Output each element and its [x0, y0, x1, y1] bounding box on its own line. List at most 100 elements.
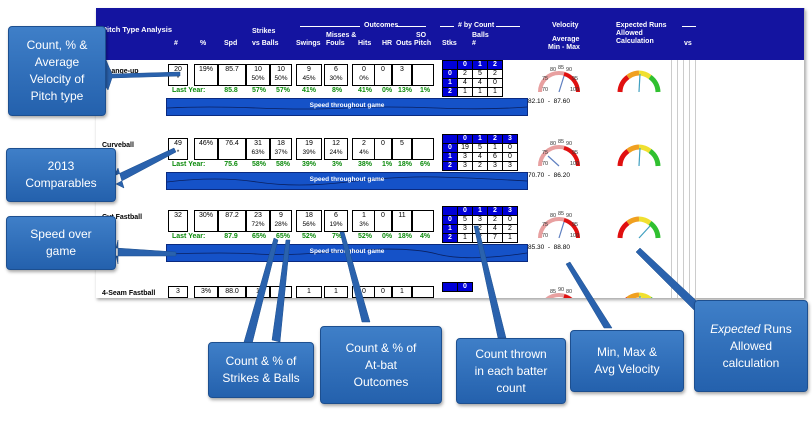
- gauge-tick: 80: [550, 213, 556, 219]
- cell-spd: 88.0: [218, 286, 246, 298]
- hdr-outs: Outs: [396, 40, 412, 47]
- hdr-min-max: Min - Max: [548, 44, 580, 51]
- sheet-header: Pitch Type Analysis # % Spd Strikes vs B…: [96, 8, 804, 60]
- expected-runs-gauge: [625, 292, 653, 298]
- speed-label: Speed throughout game: [309, 176, 385, 183]
- grid-ball-head: 0: [457, 282, 473, 292]
- cell-spd: 76.4: [218, 138, 246, 160]
- last-year-value: 58%: [275, 161, 290, 168]
- last-year-value: 75.6: [224, 161, 238, 168]
- last-year-value: 52%: [357, 233, 372, 240]
- pitch-name: Cut Fastball: [102, 214, 143, 221]
- last-year-value: 57%: [251, 87, 266, 94]
- hdr-pitch: Pitch: [414, 40, 432, 47]
- gauge-tick: 85: [558, 211, 564, 217]
- grid-cell: 1: [502, 233, 518, 243]
- gauge-tick: 95: [572, 150, 578, 156]
- last-year-value: 8%: [331, 87, 343, 94]
- callout-expected-runs: Expected Runs Allowed calculation: [694, 300, 808, 392]
- last-year-label: Last Year:: [172, 233, 206, 240]
- last-year-value: 65%: [275, 233, 290, 240]
- gauge-tick: 80: [550, 141, 556, 147]
- velocity-range: 82.10 - 87.60: [528, 98, 570, 105]
- pitch-name: Curveball: [102, 142, 134, 149]
- callout-speed-over-game: Speed over game: [6, 216, 116, 270]
- gauge-tick: 85: [550, 289, 556, 295]
- hdr-swings: Swings: [296, 40, 321, 47]
- last-year-value: 57%: [275, 87, 290, 94]
- last-year-value: 18%: [397, 233, 412, 240]
- gauge-tick: 80: [566, 289, 572, 295]
- last-year-value: 3%: [331, 161, 343, 168]
- cell-outs: 5: [392, 138, 412, 160]
- last-year-value: 85.8: [224, 87, 238, 94]
- gauge-tick: 80: [550, 67, 556, 73]
- hdr-by-count: # by Count: [458, 22, 495, 29]
- hdr-balls: Balls: [472, 32, 489, 39]
- grid-cell: 3: [502, 161, 518, 171]
- velocity-range: 70.70 - 86.20: [528, 172, 570, 179]
- gauge-tick: 70: [542, 233, 548, 239]
- cell-so: [412, 286, 434, 298]
- last-year-value: 7%: [331, 233, 343, 240]
- last-year-value: 6%: [419, 161, 431, 168]
- cell-hr: 0: [374, 138, 392, 160]
- sheet-title: Pitch Type Analysis: [102, 25, 173, 34]
- cell-swings: 1: [296, 286, 322, 298]
- hdr-vs-balls: vs Balls: [252, 40, 279, 47]
- cell-pct: 3%: [194, 286, 218, 298]
- cell-hr: 0: [374, 210, 392, 232]
- last-year-value: 4%: [419, 233, 431, 240]
- gauge-tick: 70: [542, 161, 548, 167]
- last-year-label: Last Year:: [172, 87, 206, 94]
- cell-outs: 1: [392, 286, 412, 298]
- cell-so: [412, 210, 434, 232]
- callout-count-pct: Count, % & Average Velocity of Pitch typ…: [8, 26, 106, 116]
- hdr-vs: vs: [684, 40, 692, 47]
- cell-pct: 19%: [194, 64, 218, 86]
- gauge-tick: 100: [570, 87, 579, 93]
- gauge-tick: 90: [566, 141, 572, 147]
- hdr-misses: Misses &: [326, 32, 357, 39]
- cell-so: [412, 64, 434, 86]
- pitch-analysis-sheet: Pitch Type Analysis # % Spd Strikes vs B…: [96, 8, 805, 298]
- hdr-so: SO: [416, 32, 427, 39]
- callout-count-thrown: Count thrown in each batter count: [456, 338, 566, 404]
- hdr-strikes: Strikes: [252, 28, 276, 35]
- callout-min-max-velocity: Min, Max & Avg Velocity: [570, 330, 684, 392]
- callout-comparables: 2013 Comparables: [6, 148, 116, 202]
- last-year-value: 87.9: [224, 233, 238, 240]
- velocity-range: 85.30 - 88.80: [528, 244, 570, 251]
- last-year-value: 52%: [301, 233, 316, 240]
- cell-misses: 1: [324, 286, 348, 298]
- last-year-value: 41%: [301, 87, 316, 94]
- last-year-value: 18%: [397, 161, 412, 168]
- hdr-spd: Spd: [224, 40, 238, 47]
- gauge-tick: 95: [572, 222, 578, 228]
- cell-outs: 11: [392, 210, 412, 232]
- gauge-tick: 75: [542, 222, 548, 228]
- hdr-outcomes: Outcomes: [364, 22, 399, 29]
- gauge-tick: 90: [566, 67, 572, 73]
- gauge-tick: 90: [558, 287, 564, 293]
- hdr-allowed: Allowed: [616, 30, 643, 37]
- callout-atbat-outcomes: Count & % of At-bat Outcomes: [320, 326, 442, 404]
- last-year-value: 65%: [251, 233, 266, 240]
- gauge-tick: 90: [566, 213, 572, 219]
- pitch-name: 4-Seam Fastball: [102, 290, 156, 297]
- cell-pct: 46%: [194, 138, 218, 160]
- gauge-tick: 100: [570, 233, 579, 239]
- last-year-value: 0%: [381, 233, 393, 240]
- cell-count: 3: [168, 286, 188, 298]
